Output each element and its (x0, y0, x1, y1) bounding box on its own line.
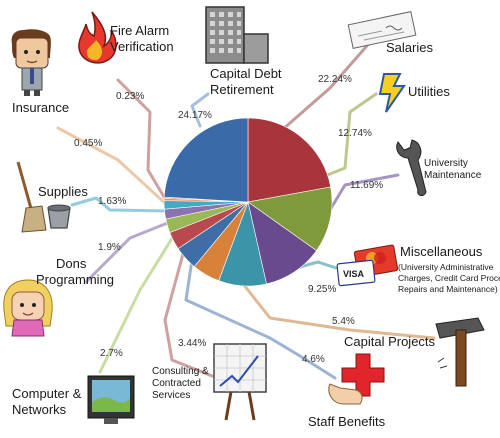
pie-slice-salaries (247, 117, 331, 203)
label-utilities: Utilities (408, 84, 450, 99)
pie-slice-utilities (247, 186, 333, 252)
broom-bucket-icon (16, 161, 71, 233)
pct-consulting: 3.44% (178, 338, 206, 349)
label-misc: Miscellaneous (400, 244, 483, 259)
building-icon (205, 6, 269, 64)
check-icon (347, 11, 417, 49)
monitor-icon (87, 375, 135, 424)
girl-avatar-icon (3, 279, 53, 337)
connector-fire-alarm (116, 78, 169, 204)
connector-misc (294, 260, 338, 270)
credit-cards-icon: VISA (336, 244, 399, 287)
pct-computer: 2.7% (100, 348, 123, 359)
label-salaries: Salaries (386, 40, 433, 55)
label-capital-projects: Capital Projects (344, 334, 436, 349)
pie-slice-university-maintenance (247, 201, 317, 285)
pct-utilities: 12.74% (338, 128, 372, 139)
label-insurance: Insurance (12, 100, 69, 115)
connector-capital-projects (238, 278, 436, 340)
pie-slices (163, 117, 333, 287)
pct-supplies: 1.63% (98, 196, 126, 207)
pct-maintenance: 11.69% (350, 180, 383, 191)
connector-computer (98, 230, 178, 374)
connector-salaries (280, 38, 374, 132)
pct-staff-benefits: 4.6% (302, 354, 325, 365)
pct-dons: 1.9% (98, 242, 121, 253)
connector-supplies (70, 196, 170, 213)
pct-salaries: 22.24% (318, 74, 352, 85)
wrench-icon (396, 139, 427, 197)
connector-insurance (56, 126, 169, 207)
lightning-bolt-icon (378, 73, 406, 113)
hammer-icon (435, 317, 485, 387)
label-supplies: Supplies (38, 184, 88, 199)
pct-misc: 9.25% (308, 284, 336, 295)
pct-insurance: 0.45% (74, 138, 102, 149)
connector-consulting (163, 252, 214, 378)
connector-staff-benefits (184, 258, 337, 380)
label-computer: Computer &Networks (12, 386, 82, 417)
pct-capital-projects: 5.4% (332, 316, 355, 327)
visa-card-text: VISA (343, 269, 365, 279)
label-staff-benefits: Staff Benefits (308, 414, 386, 429)
presentation-easel-icon (213, 343, 267, 421)
first-aid-cross-icon (328, 353, 385, 405)
pie-slice-capital-debt-retirement (163, 117, 249, 203)
pct-fire-alarm: 0.23% (116, 91, 144, 102)
pct-capital-debt: 24.17% (178, 110, 212, 121)
connector-utilities (318, 92, 378, 180)
man-avatar-icon (11, 29, 51, 96)
connector-capital-debt (190, 92, 210, 128)
flame-icon (78, 11, 117, 64)
connector-dons (84, 220, 172, 284)
